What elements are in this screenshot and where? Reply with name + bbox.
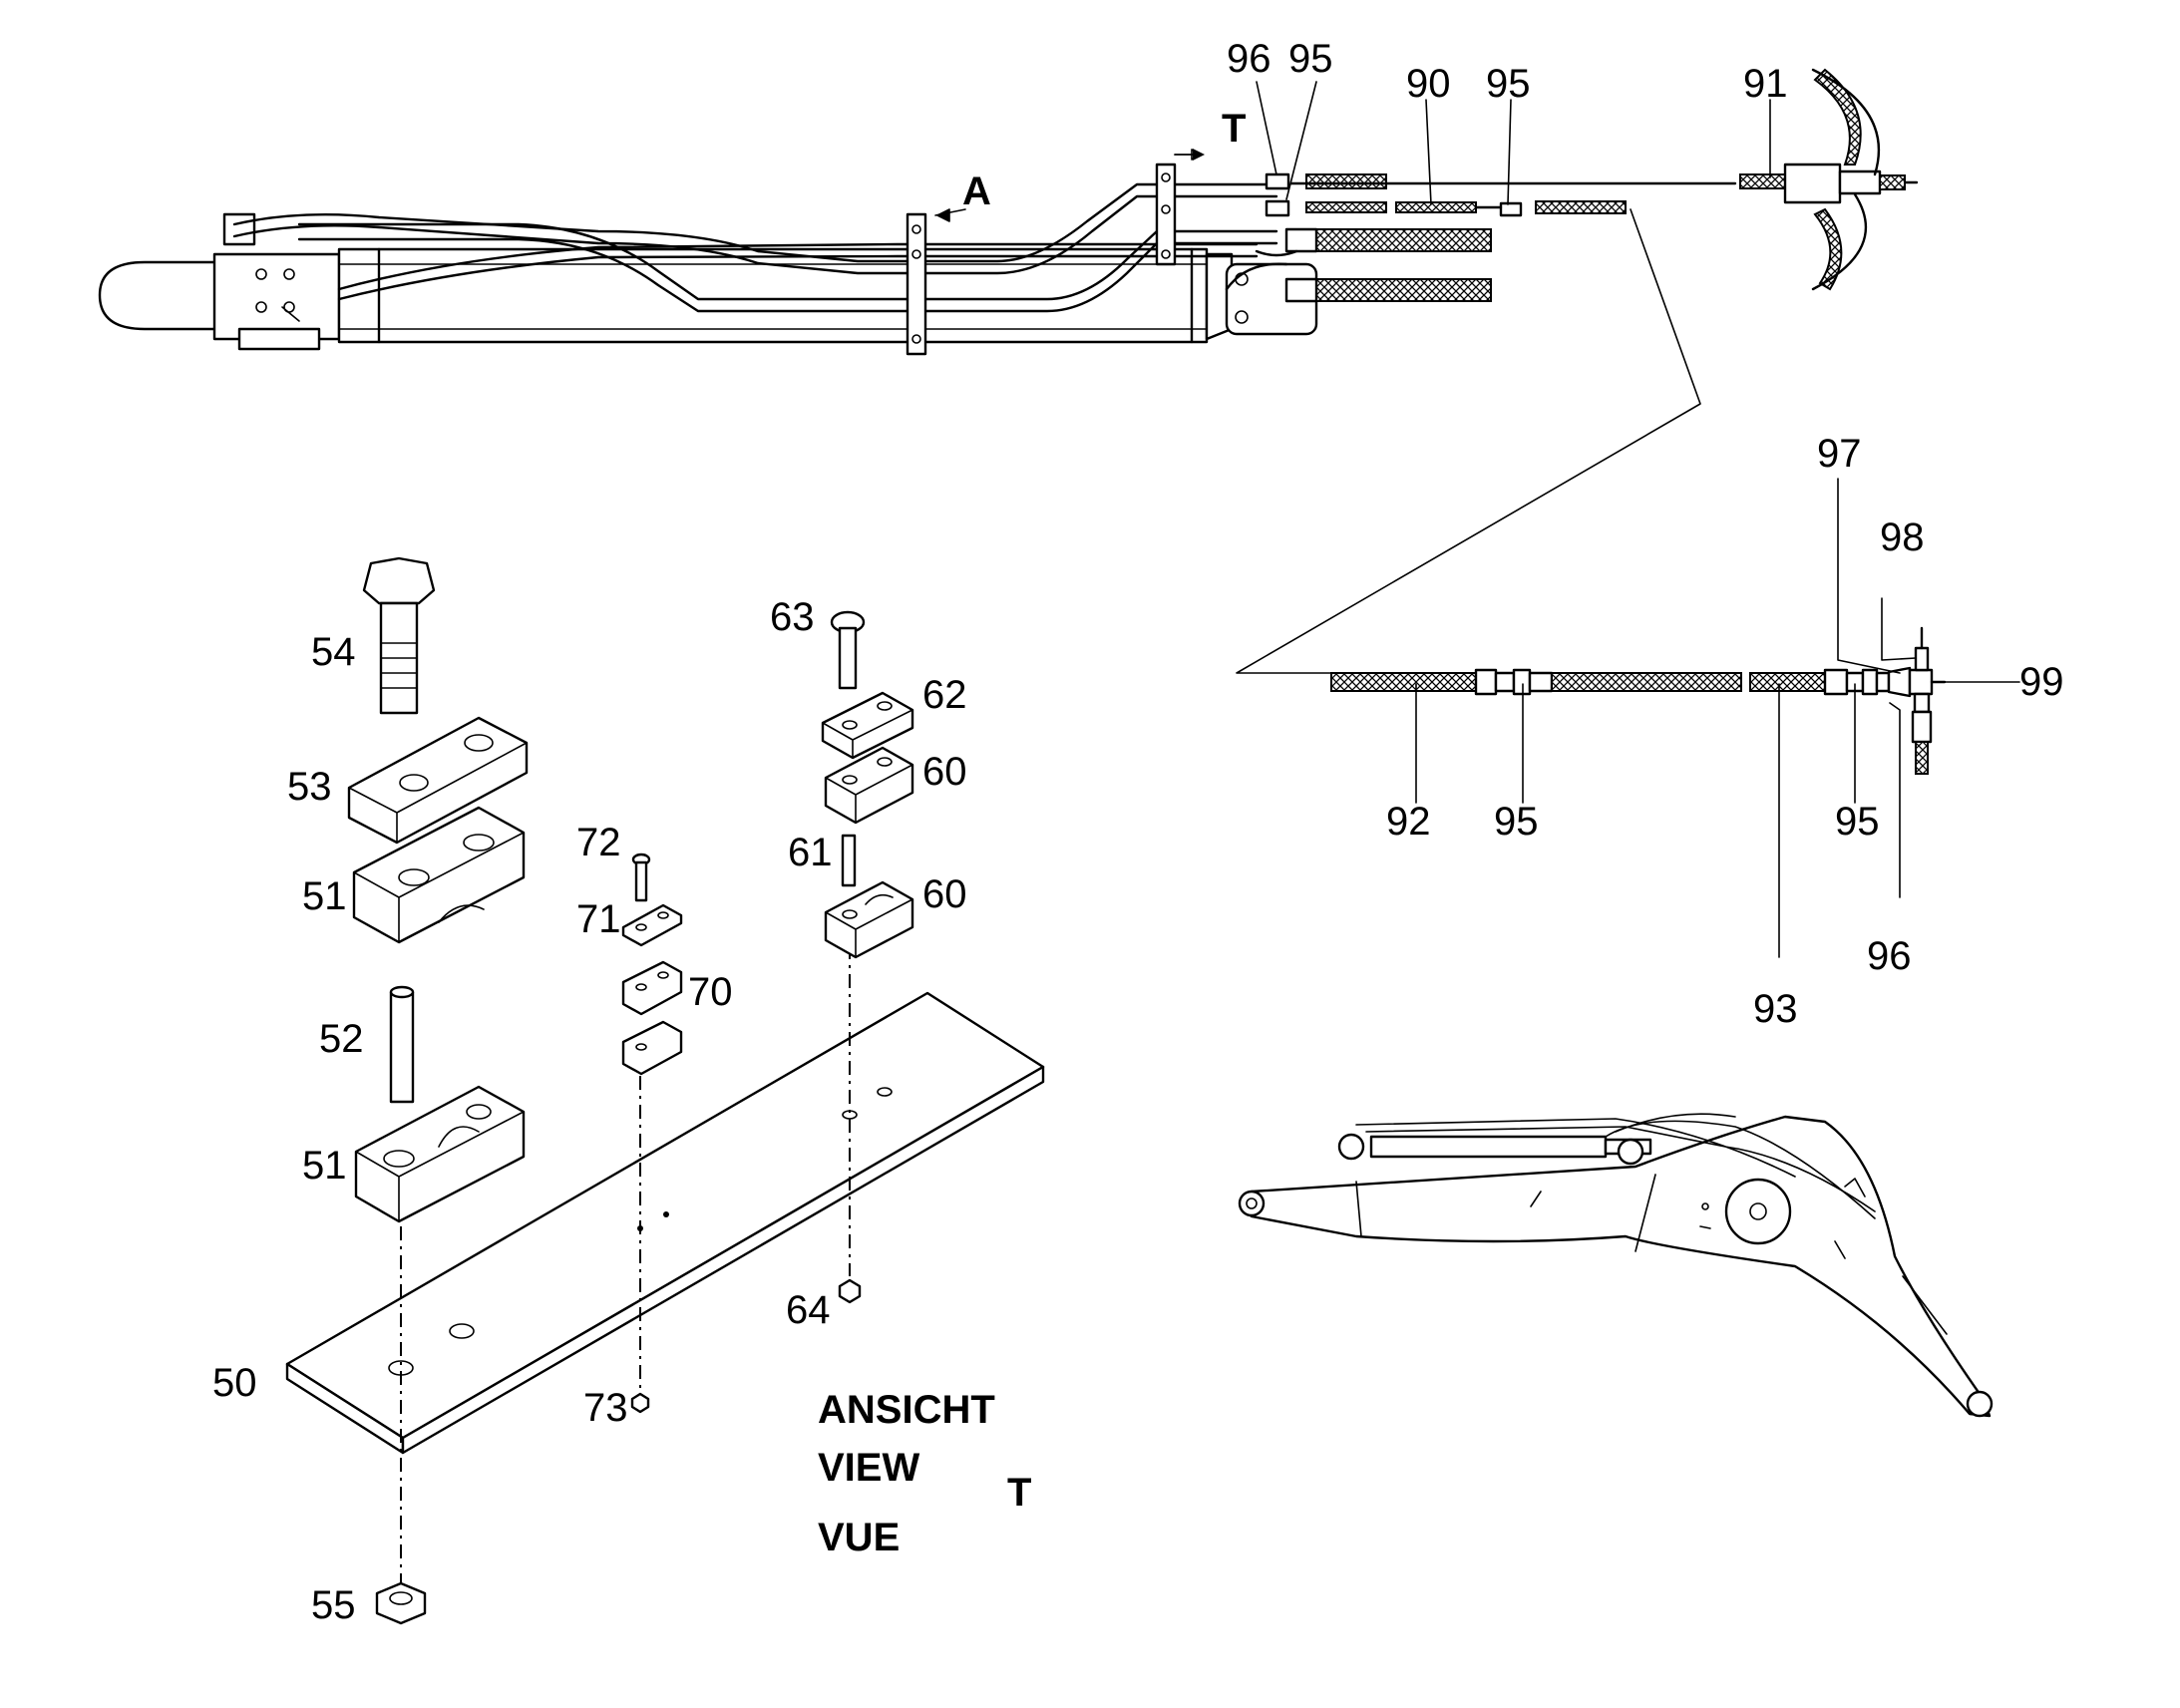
hose-lower [1535,200,1627,214]
marker-t-top: T [1222,107,1246,151]
clamp-half-60-upper [824,746,914,825]
label-64: 64 [786,1288,831,1332]
label-50: 50 [212,1361,257,1405]
label-98: 98 [1880,515,1925,559]
label-60-upper: 60 [922,750,967,794]
label-95-top: 95 [1288,37,1333,81]
nut-64 [838,1278,862,1304]
label-99: 99 [2019,660,2064,704]
marker-a: A [962,170,991,213]
cylinder-assembly [98,68,1919,356]
label-95-detail-right: 95 [1835,800,1880,844]
hose-93 [1749,672,1826,692]
hose-92 [1330,672,1477,692]
label-60-lower: 60 [922,872,967,916]
caption-vue: VUE [818,1516,900,1559]
label-55: 55 [311,1583,356,1627]
curved-hose-upper [1813,68,1862,166]
hose-90 [1395,201,1477,213]
hose-upper-2 [1305,201,1387,213]
hose-detail [1236,208,2020,958]
clamp-half-51-lower [354,1085,526,1223]
hose-upper-1 [1305,173,1387,189]
clamp-plate-71 [621,903,683,947]
label-95-top-right: 95 [1486,62,1531,106]
hose-mid-1 [1315,228,1492,252]
label-97: 97 [1817,432,1862,476]
label-91: 91 [1743,62,1788,106]
label-53: 53 [287,765,332,809]
clamp-half-51-upper [352,806,526,944]
nut-55 [375,1581,427,1625]
valve-block [212,252,341,341]
caption-view-letter-t: T [1007,1471,1031,1515]
label-95-detail-left: 95 [1494,800,1539,844]
label-62: 62 [922,673,967,717]
pipe-clamp-t [1155,163,1177,266]
clamp-half-60-lower [824,880,914,959]
excavator-boom [1238,1113,1994,1418]
label-70: 70 [688,970,733,1014]
label-61: 61 [788,831,833,874]
label-73: 73 [583,1386,628,1430]
label-51-upper: 51 [302,874,347,918]
bolt-54 [362,556,436,605]
caption-ansicht: ANSICHT [818,1388,995,1432]
label-92: 92 [1386,800,1431,844]
clamp-exploded-view [285,556,1045,1625]
label-51-lower: 51 [302,1144,347,1188]
label-54: 54 [311,630,356,674]
label-93: 93 [1753,987,1798,1031]
swivel-joint [1783,163,1842,204]
curved-hose-lower [1813,207,1843,291]
cylinder-end-cap [98,260,221,331]
nut-73 [630,1392,650,1414]
caption-view: VIEW [818,1446,919,1490]
clamp-half-70-lower [621,1020,683,1076]
boom-body [1243,1115,1992,1418]
label-71: 71 [576,897,621,941]
top-leaders [934,81,1771,222]
boom-cylinder [1369,1135,1608,1159]
clamp-plate-62 [821,691,914,760]
label-52: 52 [319,1017,364,1061]
label-63: 63 [770,595,815,639]
pipe-clamp [906,212,927,356]
label-90: 90 [1406,62,1451,106]
sleeve-61 [841,834,857,887]
label-96-top: 96 [1227,37,1272,81]
sleeve-52 [389,990,415,1104]
clamp-half-70-upper [621,960,683,1016]
hose-mid-2 [1315,278,1492,302]
hose-91 [1739,173,1786,189]
label-72: 72 [576,821,621,864]
label-96-detail: 96 [1867,934,1912,978]
hose-middle [1551,672,1742,692]
tee-fitting [1908,668,1934,696]
